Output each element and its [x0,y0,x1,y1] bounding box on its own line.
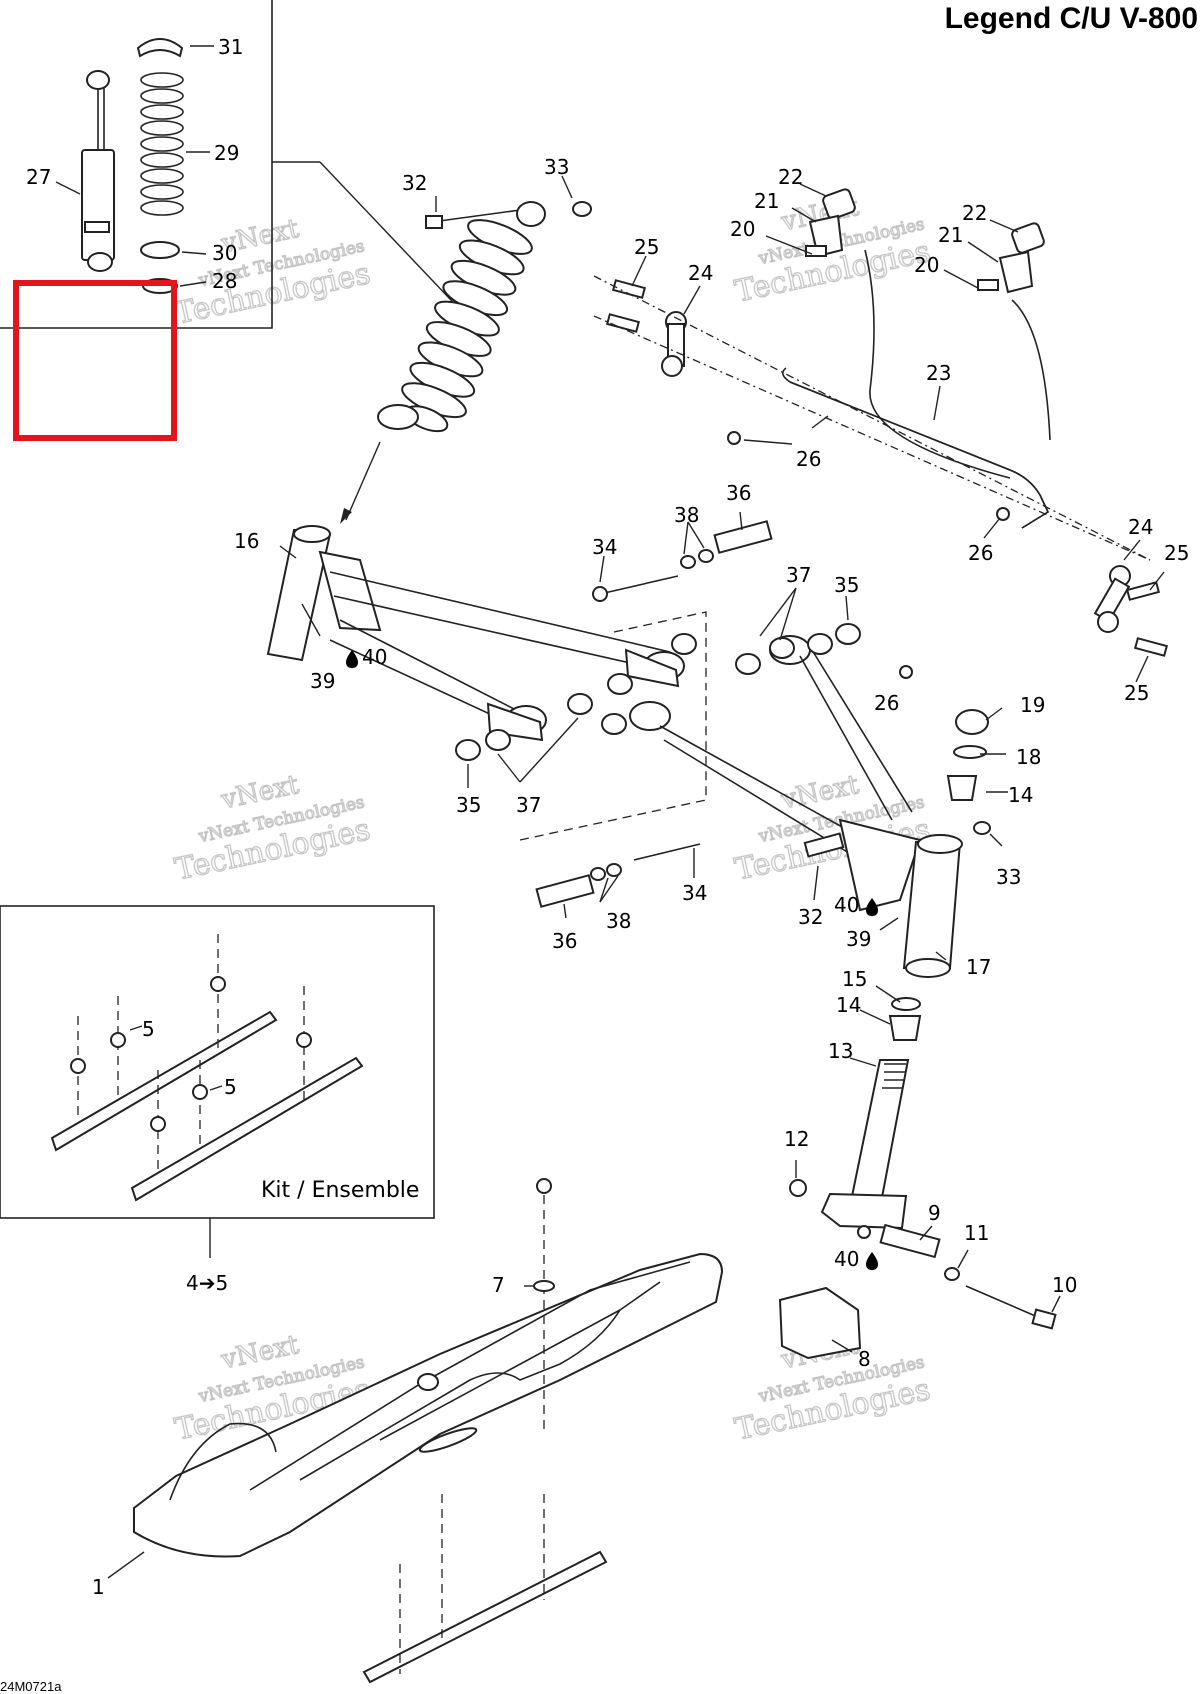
callout-35: 35 [456,793,481,817]
shock-damper [81,70,115,272]
callout-40: 40 [834,893,859,917]
callout-28: 28 [212,269,237,293]
callout-36: 36 [726,481,751,505]
callout-39: 39 [846,927,871,951]
callout-18: 18 [1016,745,1041,769]
highlight-box [13,280,177,441]
callout-12: 12 [784,1127,809,1151]
callout-36: 36 [552,929,577,953]
callout-22: 22 [962,201,987,225]
callout-25: 25 [1164,541,1189,565]
kit-label: Kit / Ensemble [261,1178,420,1203]
callout-25: 25 [634,235,659,259]
callout-24: 24 [688,261,713,285]
callout-8: 8 [858,1347,871,1371]
callout-25: 25 [1124,681,1149,705]
hardware [301,520,861,908]
callout-16: 16 [234,529,259,553]
callout-26: 26 [968,541,993,565]
ski [107,1178,724,1684]
callout-13: 13 [828,1039,853,1063]
callout-24: 24 [1128,515,1153,539]
shock-spring [140,72,184,216]
callout-20: 20 [730,217,755,241]
ski-stopper [778,1286,862,1360]
kit-box [0,905,435,1258]
callout-5: 5 [224,1075,237,1099]
kit-ref-label: 4➔5 [186,1271,228,1295]
callout-11: 11 [964,1221,989,1245]
callout-39: 39 [310,669,335,693]
spindle-assembly [789,709,1057,1330]
callout-26: 26 [796,447,821,471]
callout-14: 14 [836,993,861,1017]
callout-21: 21 [754,189,779,213]
callout-30: 30 [212,241,237,265]
callout-numbers: 31 29 27 30 28 32 33 22 21 20 22 21 20 2… [26,35,1189,1599]
callout-34: 34 [592,535,617,559]
callout-23: 23 [926,361,951,385]
callout-20: 20 [914,253,939,277]
callout-33: 33 [544,155,569,179]
callout-1: 1 [92,1575,105,1599]
callout-26: 26 [874,691,899,715]
callout-37: 37 [516,793,541,817]
callout-34: 34 [682,881,707,905]
diagram-title: Legend C/U V-800 [944,2,1198,35]
sway-link-right [1093,565,1131,633]
upper-a-arm [266,525,685,742]
callout-21: 21 [938,223,963,247]
callout-37: 37 [786,563,811,587]
sway-link-left [661,311,687,377]
callout-15: 15 [842,967,867,991]
shock-washer [140,241,180,259]
callout-leaders [279,175,1165,1353]
callout-14: 14 [1008,783,1033,807]
callout-40: 40 [834,1247,859,1271]
callout-5: 5 [142,1017,155,1041]
callout-32: 32 [798,905,823,929]
callout-35: 35 [834,573,859,597]
callout-10: 10 [1052,1273,1077,1297]
callout-40: 40 [362,645,387,669]
callout-29: 29 [214,141,239,165]
callout-38: 38 [674,503,699,527]
shock-bumper [136,38,184,58]
callout-17: 17 [966,955,991,979]
callout-38: 38 [606,909,631,933]
callout-33: 33 [996,865,1021,889]
callout-27: 27 [26,165,51,189]
callout-7: 7 [492,1273,505,1297]
callout-19: 19 [1020,693,1045,717]
document-id: 24M0721a [0,1679,62,1694]
callout-31: 31 [218,35,243,59]
shock-assembly [340,201,592,524]
callout-9: 9 [928,1201,941,1225]
callout-32: 32 [402,171,427,195]
callout-22: 22 [778,165,803,189]
